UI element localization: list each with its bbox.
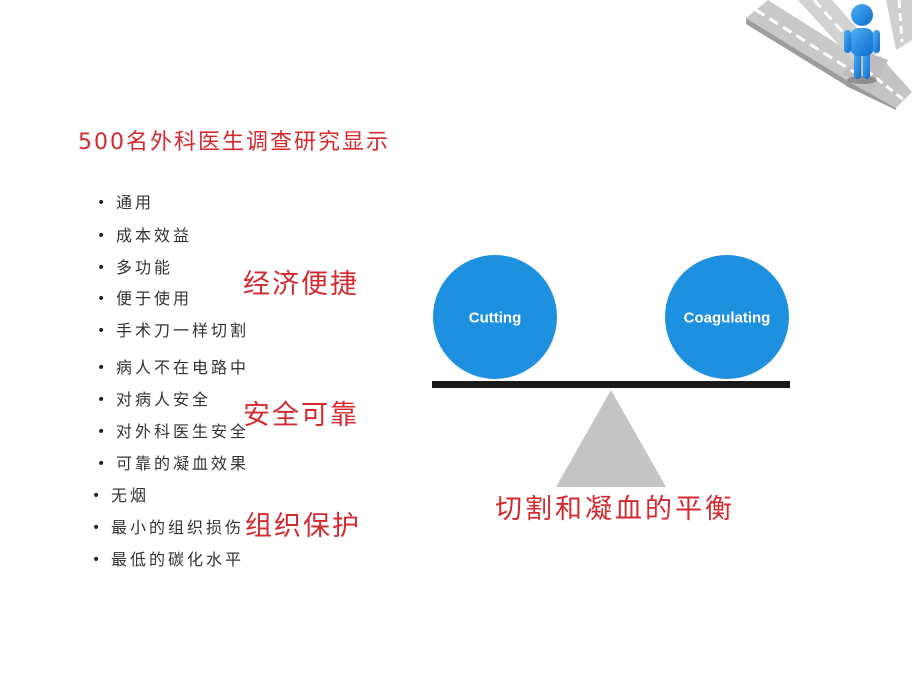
bullet-marker: •: [92, 488, 101, 504]
group-label-tissue-protection: 组织保护: [245, 511, 361, 542]
bullet-marker: •: [97, 323, 106, 339]
bullet-text: 多功能: [116, 258, 174, 277]
bullet-marker: •: [92, 520, 101, 536]
coagulating-label: Coagulating: [684, 310, 771, 327]
bullet-item: • 对病人安全: [97, 389, 211, 411]
bullet-marker: •: [97, 228, 106, 244]
bullet-marker: •: [97, 291, 106, 307]
bullet-item: • 多功能: [97, 257, 173, 279]
bullet-item: • 病人不在电路中: [97, 357, 249, 379]
bullet-marker: •: [97, 360, 106, 376]
bullet-text: 对病人安全: [116, 390, 212, 409]
bullet-item: • 无烟: [92, 485, 149, 507]
bullet-text: 成本效益: [116, 226, 193, 245]
bullet-text: 最低的碳化水平: [111, 550, 245, 569]
person-icon: [844, 4, 880, 84]
bullet-marker: •: [97, 195, 106, 211]
balance-diagram: Cutting Coagulating: [432, 255, 790, 487]
group-label-safety: 安全可靠: [243, 400, 359, 431]
bullet-text: 便于使用: [116, 289, 193, 308]
bullet-text: 可靠的凝血效果: [116, 454, 250, 473]
bullet-item: • 成本效益: [97, 225, 192, 247]
bullet-marker: •: [92, 552, 101, 568]
bullet-marker: •: [97, 424, 106, 440]
bullet-item: • 最小的组织损伤: [92, 517, 244, 539]
balance-caption: 切割和凝血的平衡: [495, 494, 735, 525]
bullet-item: • 最低的碳化水平: [92, 549, 244, 571]
bullet-text: 手术刀一样切割: [116, 321, 250, 340]
bullet-item: • 便于使用: [97, 288, 192, 310]
bullet-marker: •: [97, 260, 106, 276]
coagulating-circle: [665, 255, 789, 379]
bullet-item: • 可靠的凝血效果: [97, 453, 249, 475]
road-icon: [746, 0, 912, 110]
bullet-item: • 对外科医生安全: [97, 421, 249, 443]
bullet-item: • 通用: [97, 192, 154, 214]
bullet-text: 通用: [116, 193, 155, 212]
fulcrum-triangle: [556, 390, 666, 487]
bullet-marker: •: [97, 456, 106, 472]
group-label-economy: 经济便捷: [243, 269, 359, 300]
cutting-label: Cutting: [469, 310, 521, 327]
balance-beam: [432, 381, 790, 388]
cutting-circle: [433, 255, 557, 379]
bullet-text: 无烟: [111, 486, 150, 505]
bullet-item: • 手术刀一样切割: [97, 320, 249, 342]
bullet-text: 最小的组织损伤: [111, 518, 245, 537]
bullet-text: 对外科医生安全: [116, 422, 250, 441]
bullet-marker: •: [97, 392, 106, 408]
bullet-text: 病人不在电路中: [116, 358, 250, 377]
slide-title: 500名外科医生调查研究显示: [78, 130, 390, 155]
person-on-crossroads-icon: [746, 0, 912, 110]
